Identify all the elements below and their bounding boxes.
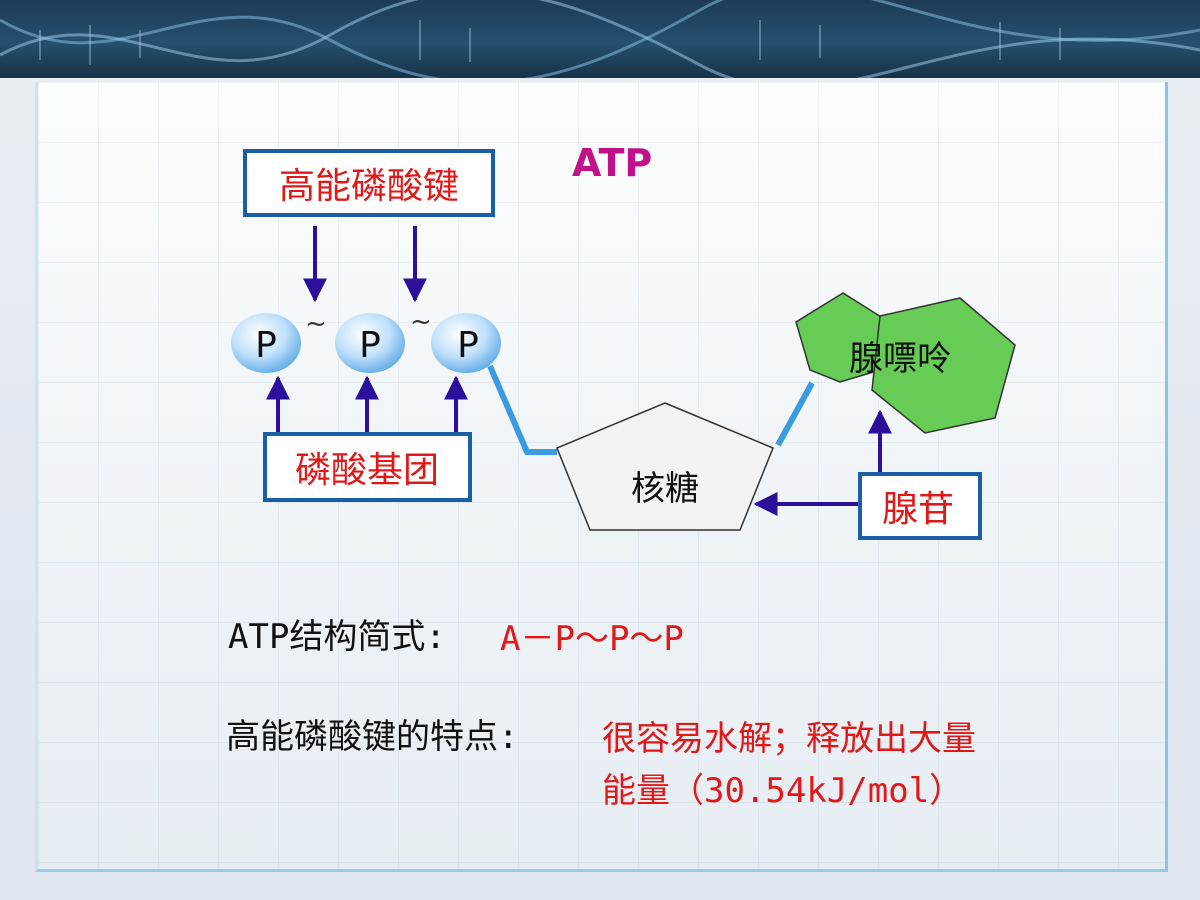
title: ATP [572,141,652,185]
dna-helix-decoration [0,0,1200,78]
phosphate-label-3: P [457,325,479,366]
phosphate-ball-3 [431,313,501,373]
ribose-label: 核糖 [631,469,699,509]
phosphate-group-box [263,432,472,502]
adenine-hexagon-large [871,297,1016,434]
tilde-bond-2: ~ [410,307,432,337]
high-energy-bond-label: 高能磷酸键 [279,166,459,207]
ribose-pentagon [556,402,774,531]
phosphate-group-label: 磷酸基团 [295,450,439,491]
formula-label: ATP结构简式: [228,617,446,657]
high-energy-bond-box [243,149,495,217]
adenosine-box [858,472,982,540]
feature-line-1: 很容易水解；释放出大量 [602,719,976,759]
tilde-bond-1: ~ [305,309,327,339]
phosphate-ball-2 [335,313,405,373]
adenine-label: 腺嘌呤 [849,339,951,379]
feature-label: 高能磷酸键的特点: [226,717,519,757]
adenosine-label: 腺苷 [882,489,954,530]
formula-value: A－P～P～P [500,619,684,659]
phosphate-label-1: P [255,325,277,366]
feature-line-2: 能量（30.54kJ/mol） [602,771,964,811]
phosphate-ball-1 [231,313,301,373]
header-banner [0,0,1200,78]
bond-line-phosphate-ribose [487,364,557,455]
phosphate-label-2: P [359,325,381,366]
bond-line-ribose-adenine [775,381,815,447]
